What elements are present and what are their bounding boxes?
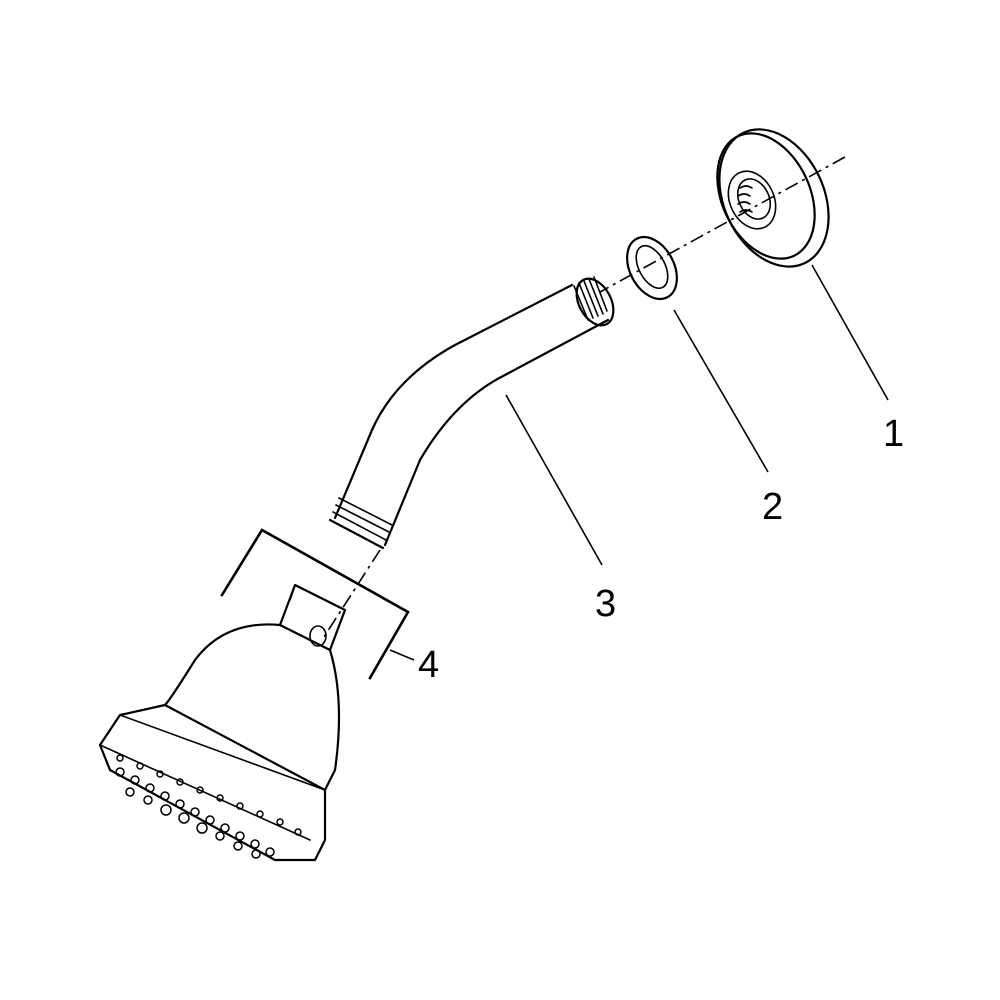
shower-head[interactable]: [98, 583, 347, 862]
callout-2: 2: [762, 486, 783, 528]
spray-holes: [115, 754, 302, 859]
leader-lines: [389, 264, 889, 661]
callout-4: 4: [418, 644, 439, 686]
shower-arm[interactable]: [328, 272, 621, 550]
flange[interactable]: [698, 112, 850, 285]
callout-3: 3: [595, 583, 616, 625]
item-4-bracket: [220, 528, 410, 680]
callout-1: 1: [883, 413, 904, 455]
washer[interactable]: [617, 229, 687, 308]
center-axis: [321, 156, 846, 641]
